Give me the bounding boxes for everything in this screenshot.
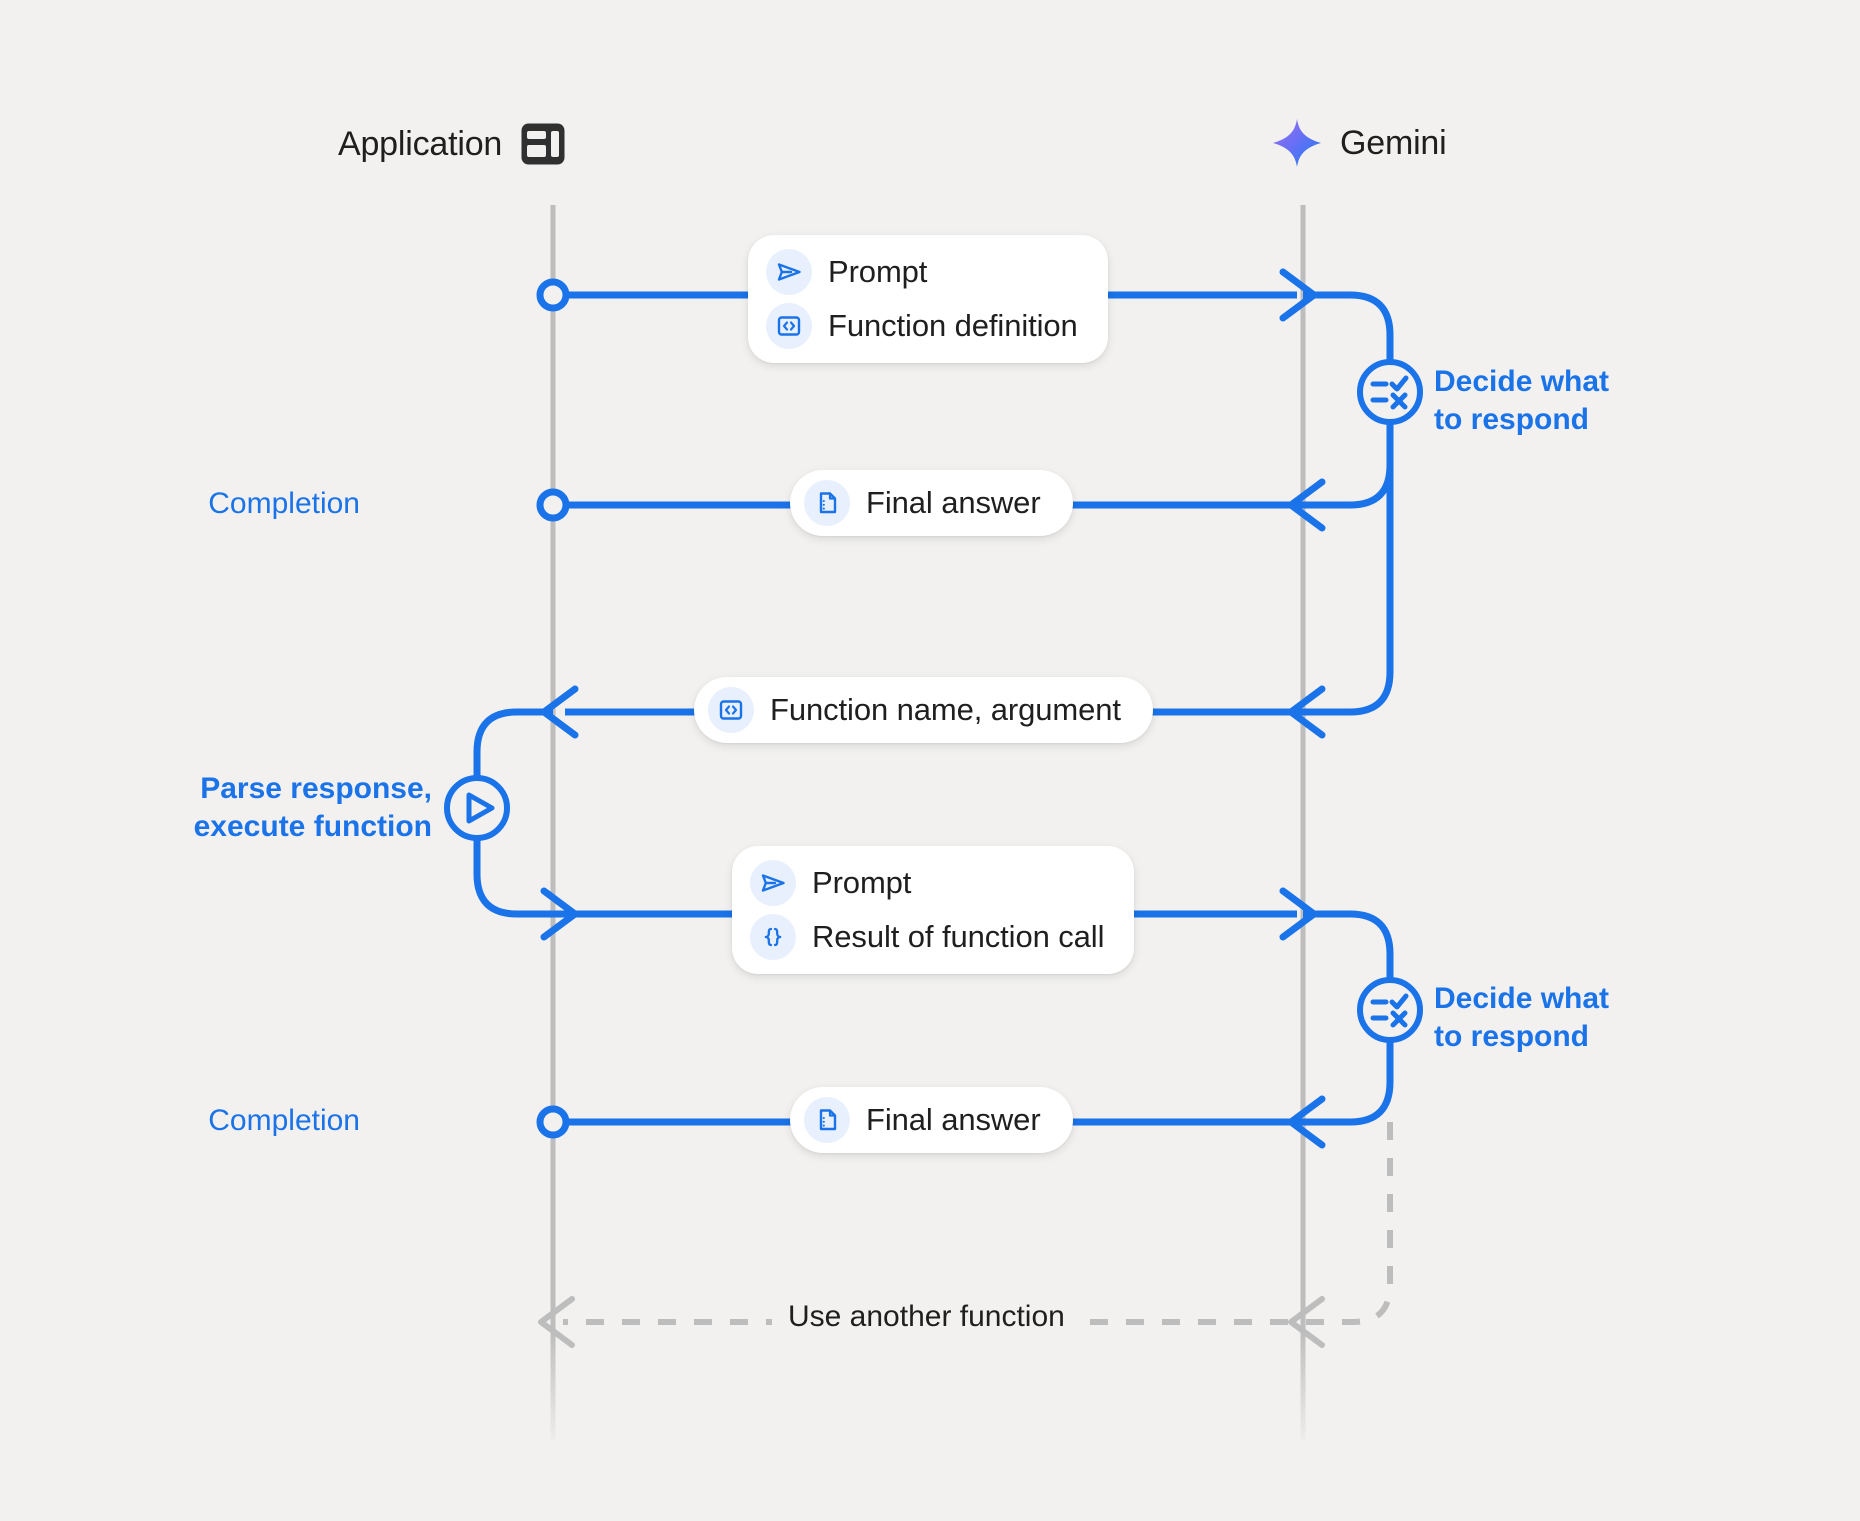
play-circle-icon [444,775,510,841]
message-card-prompt-result-of-function-call[interactable]: Prompt Result of function call [732,846,1135,974]
arrowhead-into-gemini-2 [1279,887,1318,941]
label-parse-response-execute-function: Parse response, execute function [193,772,432,844]
message-card-function-name-argument[interactable]: Function name, argument [694,677,1153,743]
card-row-function-name-argument: Function name, argument [708,687,1121,733]
document-icon [804,480,850,526]
label-decide-what-to-respond-1: Decide what to respond [1434,365,1610,437]
arrowhead-into-app-2 [540,685,579,739]
arrowhead-into-gemini-lifeline-2 [1287,685,1326,739]
label-completion-2: Completion [208,1104,360,1137]
send-arrow-icon [766,249,812,295]
lane-label-gemini: Gemini [1340,123,1447,162]
label-use-another-function: Use another function [772,1300,1081,1334]
arrowhead-loop-gemini [1288,1296,1325,1348]
decision-checklist-icon-2 [1357,977,1423,1043]
application-window-icon [520,122,566,166]
label-decide-what-to-respond-2: Decide what to respond [1434,982,1610,1054]
card-row-label: Result of function call [812,919,1105,954]
message-card-final-answer-2[interactable]: Final answer [790,1087,1073,1153]
card-row-label: Function definition [828,308,1078,343]
code-brackets-icon [766,303,812,349]
wire-gemini-down-to-decide-2 [1303,910,1394,990]
arrowhead-out-of-app-2 [540,887,579,941]
arrowhead-loop-app [538,1296,575,1348]
card-row-prompt: Prompt [766,249,1078,295]
card-row-label: Function name, argument [770,692,1121,727]
message-card-prompt-function-definition[interactable]: Prompt Function definition [748,235,1108,363]
wire-decide1-down-to-functioncall [1303,412,1394,716]
gemini-sparkle-icon [1272,118,1322,168]
arrowhead-into-app-3 [1287,1095,1326,1149]
card-row-label: Prompt [828,254,928,289]
arrowhead-into-gemini-1 [1279,268,1318,322]
curly-braces-icon [750,914,796,960]
card-row-label: Final answer [866,1102,1041,1137]
document-icon [804,1097,850,1143]
card-row-function-definition: Function definition [766,303,1078,349]
lane-label-application: Application [338,124,503,163]
decision-checklist-icon-1 [1357,359,1423,425]
wire-decide1-to-final-answer [1303,412,1394,509]
start-node-icon [536,278,570,312]
wire-app-parse-bracket [473,708,553,778]
card-row-result-of-function-call: Result of function call [750,914,1104,960]
card-row-label: Prompt [812,865,912,900]
send-arrow-icon [750,860,796,906]
completion-node-2-icon [536,1105,570,1139]
completion-node-1-icon [536,488,570,522]
wire-execute-to-second-prompt [473,838,553,918]
card-row-label: Final answer [866,485,1041,520]
label-completion-1: Completion [208,487,360,520]
card-row-final-answer: Final answer [804,480,1041,526]
lane-header-application: Application [338,122,566,166]
message-card-final-answer-1[interactable]: Final answer [790,470,1073,536]
wire-gemini-down-to-decide-1 [1303,291,1394,372]
code-brackets-icon [708,687,754,733]
lane-header-gemini: Gemini [1272,118,1447,168]
wire-decide2-to-final-answer [1303,1030,1394,1126]
arrowhead-into-app-1 [1287,478,1326,532]
card-row-prompt: Prompt [750,860,1104,906]
card-row-final-answer: Final answer [804,1097,1041,1143]
